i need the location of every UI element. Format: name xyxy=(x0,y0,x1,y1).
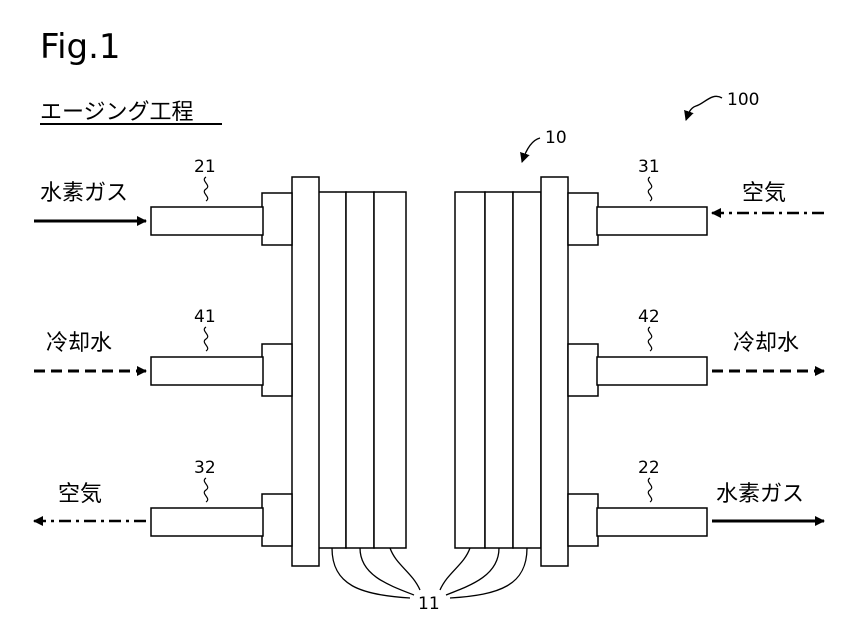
ref-cells-leader-3 xyxy=(390,548,420,590)
left-pipe-top xyxy=(151,207,263,235)
ref-cells: 11 xyxy=(418,594,440,614)
left-stack xyxy=(151,177,406,566)
left-top-flow-label: 水素ガス xyxy=(40,181,128,206)
right-cell-1 xyxy=(455,192,485,548)
left-cell-3 xyxy=(374,192,406,548)
ref-stack-leader-arrow xyxy=(522,138,540,162)
ref-cells-leader-4 xyxy=(440,548,470,590)
ref-right-top-leader xyxy=(648,177,651,201)
right-bottom-flow-label: 水素ガス xyxy=(716,482,804,507)
left-port-manifold-middle xyxy=(262,344,292,396)
ref-system-leader-arrow xyxy=(686,96,722,120)
ref-right-middle: 42 xyxy=(638,307,660,327)
right-pipe-top xyxy=(597,207,707,235)
figure-title: Fig.1 xyxy=(40,27,121,67)
right-pipe-bottom xyxy=(597,508,707,536)
right-end-plate xyxy=(541,177,568,566)
ref-left-middle-leader xyxy=(204,327,207,351)
ref-right-middle-leader xyxy=(648,327,651,351)
left-bottom-flow-label: 空気 xyxy=(58,482,102,507)
right-port-manifold-top xyxy=(568,193,598,245)
ref-cells-leader-2 xyxy=(360,548,414,595)
left-pipe-middle xyxy=(151,357,263,385)
ref-left-top: 21 xyxy=(194,157,216,177)
right-pipe-middle xyxy=(597,357,707,385)
ref-left-bottom: 32 xyxy=(194,458,216,478)
ref-right-bottom-leader xyxy=(648,478,651,502)
left-pipe-bottom xyxy=(151,508,263,536)
ref-left-top-leader xyxy=(204,177,207,201)
right-port-manifold-middle xyxy=(568,344,598,396)
right-top-flow-label: 空気 xyxy=(742,181,786,206)
right-port-manifold-bottom xyxy=(568,494,598,546)
right-cell-3 xyxy=(513,192,541,548)
ref-left-middle: 41 xyxy=(194,307,216,327)
left-cell-2 xyxy=(346,192,374,548)
right-middle-flow-label: 冷却水 xyxy=(733,331,799,356)
ref-right-top: 31 xyxy=(638,157,660,177)
left-middle-flow-label: 冷却水 xyxy=(46,331,112,356)
left-port-manifold-top xyxy=(262,193,292,245)
ref-stack: 10 xyxy=(545,128,567,148)
process-subtitle: エージング工程 xyxy=(40,100,194,125)
left-cell-1 xyxy=(318,192,346,548)
ref-system: 100 xyxy=(727,90,759,110)
left-end-plate xyxy=(292,177,319,566)
right-cell-2 xyxy=(485,192,513,548)
right-stack xyxy=(455,177,707,566)
ref-right-bottom: 22 xyxy=(638,458,660,478)
ref-left-bottom-leader xyxy=(204,478,207,502)
left-port-manifold-bottom xyxy=(262,494,292,546)
ref-cells-leaders xyxy=(332,548,527,598)
